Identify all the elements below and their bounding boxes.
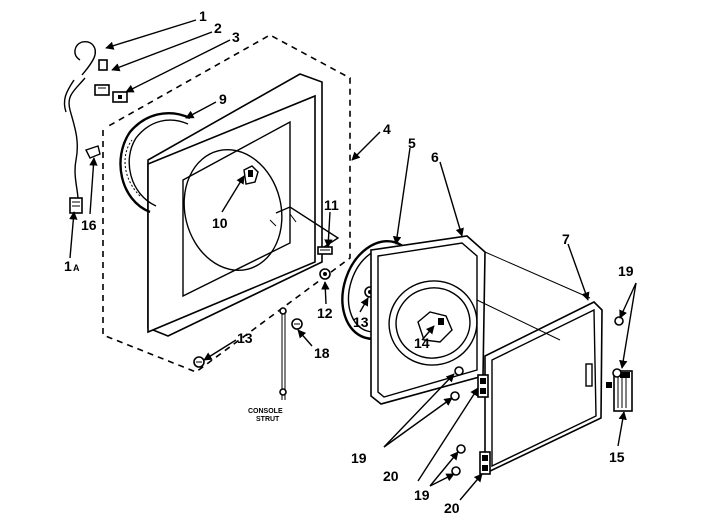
inner-door-panel-part-6: [370, 235, 486, 405]
door-handle-part-15: [606, 370, 633, 412]
console-label-line1: CONSOLE: [248, 408, 283, 415]
connector-part-1: [98, 59, 108, 71]
hinge-part-20-upper: [477, 374, 489, 398]
callout-19-bottom: 19: [414, 487, 430, 503]
screw-part-18: [291, 318, 303, 330]
callout-5: 5: [408, 135, 416, 151]
callout-20-lower: 20: [444, 500, 460, 516]
screws-part-19: [450, 316, 624, 476]
callout-11: 11: [324, 197, 339, 213]
switch-part-3: [112, 91, 128, 103]
callout-9: 9: [219, 91, 227, 107]
callout-1a-suffix: A: [73, 263, 80, 273]
callout-6: 6: [431, 149, 439, 165]
callout-15: 15: [609, 449, 625, 465]
callout-7: 7: [562, 231, 570, 247]
cabinet-outline-dashed: [102, 34, 351, 373]
callout-12: 12: [317, 305, 333, 321]
screw-part-11: [317, 246, 333, 255]
callout-1a-number: 1: [64, 258, 72, 274]
callout-4: 4: [383, 121, 391, 137]
door-window-part-14: [417, 311, 453, 343]
hinge-part-20-lower: [479, 451, 491, 475]
callout-1: 1: [199, 8, 207, 24]
callout-19-left: 19: [351, 450, 367, 466]
console-strut-label: CONSOLE STRUT: [248, 408, 283, 423]
callout-10: 10: [212, 215, 228, 231]
callout-3: 3: [232, 29, 240, 45]
felt-seal-part-9: [119, 111, 191, 214]
door-latch-part-10: [243, 165, 259, 185]
callout-20-upper: 20: [383, 468, 399, 484]
callout-14: 14: [414, 335, 430, 351]
wire-harness: [63, 41, 108, 214]
callout-13-lower: 13: [237, 330, 253, 346]
callout-numbers: 1 2 3 9 4 5 6 7 10 11 12 13 14 15 16 13 …: [64, 8, 634, 516]
callout-18: 18: [314, 345, 330, 361]
clip-part-16: [85, 145, 101, 159]
console-strut: [279, 307, 287, 400]
bracket-part-2: [94, 84, 110, 96]
leader-lines: [69, 19, 637, 501]
console-label-line2: STRUT: [256, 416, 280, 423]
outer-door-part-7: [476, 251, 603, 475]
screw-part-12: [319, 268, 331, 280]
callout-16: 16: [81, 217, 97, 233]
callout-2: 2: [214, 20, 222, 36]
callout-13-upper: 13: [353, 314, 369, 330]
callout-19-right: 19: [618, 263, 634, 279]
front-panel: [147, 73, 340, 337]
screw-part-13-lower: [193, 356, 205, 368]
